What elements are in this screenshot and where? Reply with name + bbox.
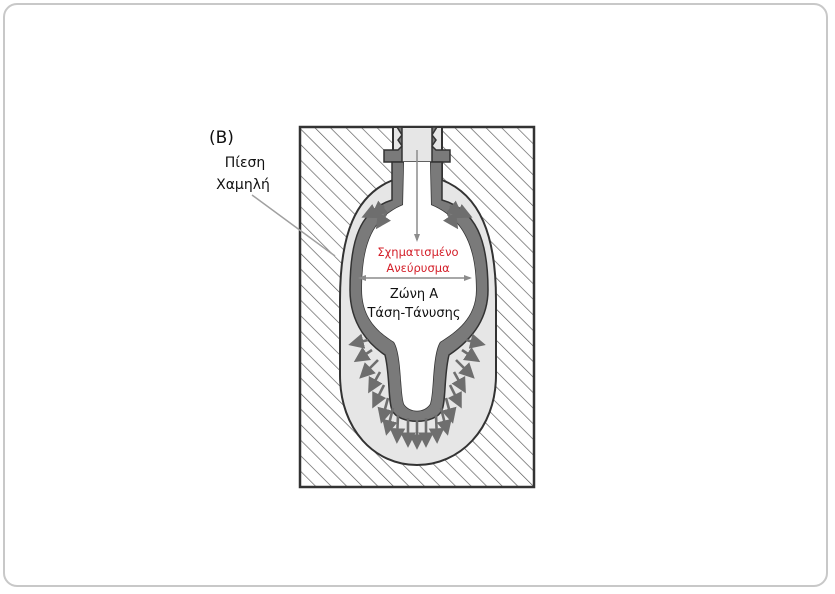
pressure-pointer <box>251 194 336 257</box>
neck-finish-right <box>431 126 451 163</box>
label-b: (B) <box>209 128 234 148</box>
label-low: Χαμηλή <box>216 177 270 193</box>
label-aneurysm-line2: Ανεύρυσμα <box>386 261 450 275</box>
label-pressure: Πίεση <box>225 155 266 171</box>
label-zone: Ζώνη Α <box>390 287 438 302</box>
pressure-arrows <box>348 200 486 450</box>
neck-finish <box>383 126 403 163</box>
label-aneurysm-line1: Σχηματισμένο <box>377 245 458 259</box>
label-stress: Τάση-Τάνυσης <box>366 306 460 321</box>
